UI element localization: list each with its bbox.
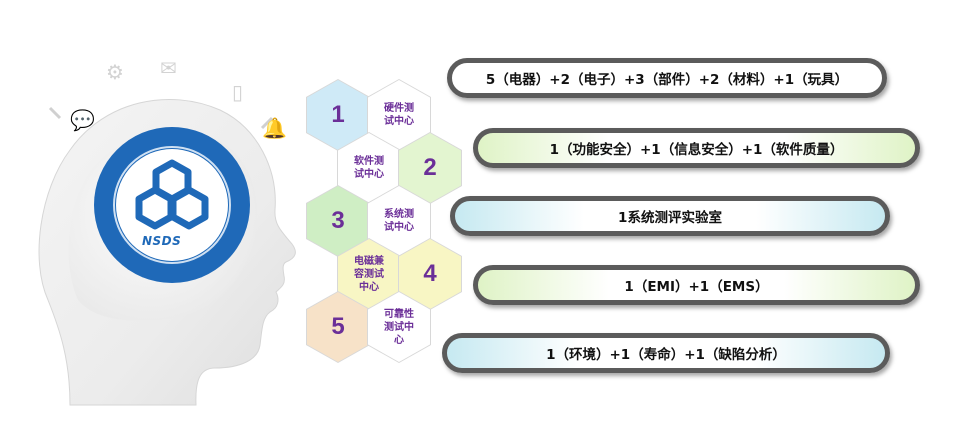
pill-5: 1（环境）+1（寿命）+1（缺陷分析） — [442, 333, 890, 373]
hex-number: 4 — [423, 260, 437, 287]
hex-number: 3 — [331, 207, 345, 234]
hex-label: 可靠性测试中心 — [384, 308, 414, 346]
hex-number: 5 — [331, 313, 345, 340]
head-illustration: ⚙ ✉ 💬 ▯ 🔔 NSDS — [0, 0, 330, 421]
logo-mark: NSDS — [142, 234, 182, 248]
bell-icon: 🔔 — [262, 116, 287, 140]
pill-text: 1（EMI）+1（EMS） — [624, 279, 769, 295]
nsds-logo — [94, 127, 250, 283]
gear-icon: ⚙ — [106, 60, 124, 84]
hex-number: 1 — [331, 101, 345, 128]
smartphone-icon: ▯ — [232, 80, 244, 104]
hex-label: 硬件测试中心 — [384, 103, 414, 127]
pill-text: 5（电器）+2（电子）+3（部件）+2（材料）+1（玩具） — [485, 72, 849, 88]
pill-1: 5（电器）+2（电子）+3（部件）+2（材料）+1（玩具） — [447, 58, 887, 98]
pill-text: 1系统测评实验室 — [618, 210, 722, 226]
hex-label: 软件测试中心 — [354, 156, 384, 180]
chat-bubble-icon: 💬 — [70, 108, 95, 132]
hex-label: 电磁兼容测试中心 — [354, 255, 384, 293]
pill-text: 1（环境）+1（寿命）+1（缺陷分析） — [546, 347, 786, 363]
pill-2: 1（功能安全）+1（信息安全）+1（软件质量） — [473, 128, 920, 168]
pill-text: 1（功能安全）+1（信息安全）+1（软件质量） — [549, 142, 844, 158]
hex-number: 2 — [423, 154, 437, 181]
pill-4: 1（EMI）+1（EMS） — [473, 265, 920, 305]
pill-3: 1系统测评实验室 — [450, 196, 890, 236]
envelope-icon: ✉ — [160, 56, 177, 80]
hex-label: 系统测试中心 — [384, 209, 414, 233]
